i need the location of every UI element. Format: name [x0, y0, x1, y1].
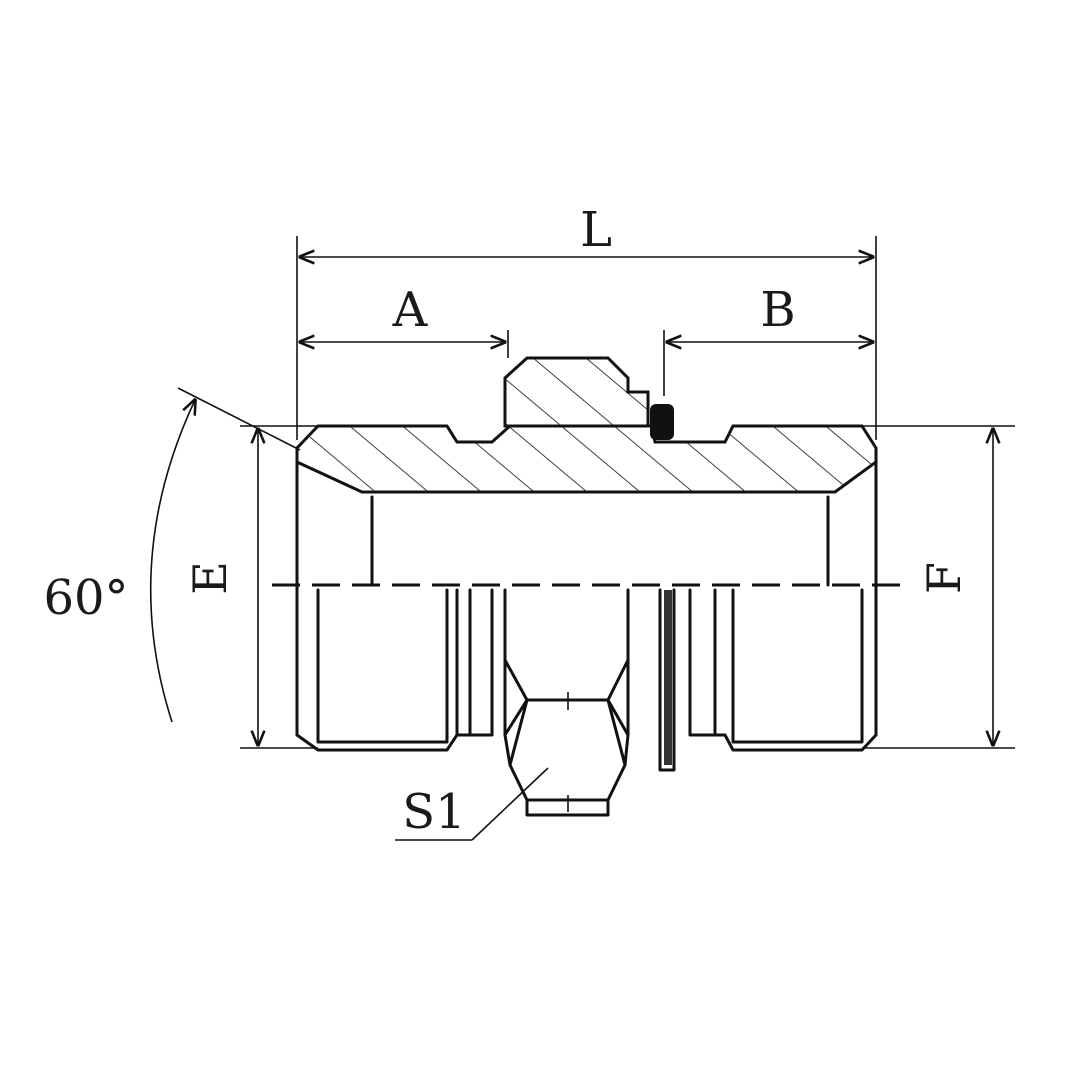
angle-arc: [149, 400, 195, 723]
leader-S1: [471, 767, 549, 841]
seal-ring-side: [658, 588, 676, 772]
label-F: F: [917, 562, 971, 594]
hex-side-view: [503, 588, 630, 817]
label-S1: S1: [402, 784, 465, 840]
seal-ring-section: [650, 404, 674, 440]
seal-ring-side-fill: [664, 590, 672, 765]
right-groove: [688, 588, 727, 737]
right-thread-outline: [723, 588, 878, 752]
left-thread-outline: [295, 588, 459, 752]
section-hex-flange: [503, 356, 650, 428]
label-L: L: [580, 202, 612, 258]
left-groove: [455, 588, 494, 737]
section-hatched-body: [295, 424, 878, 494]
angle-ext-line: [177, 387, 301, 451]
label-E: E: [183, 561, 237, 595]
label-A: A: [392, 282, 429, 338]
label-B: B: [760, 282, 795, 338]
label-angle: 60°: [43, 570, 128, 626]
